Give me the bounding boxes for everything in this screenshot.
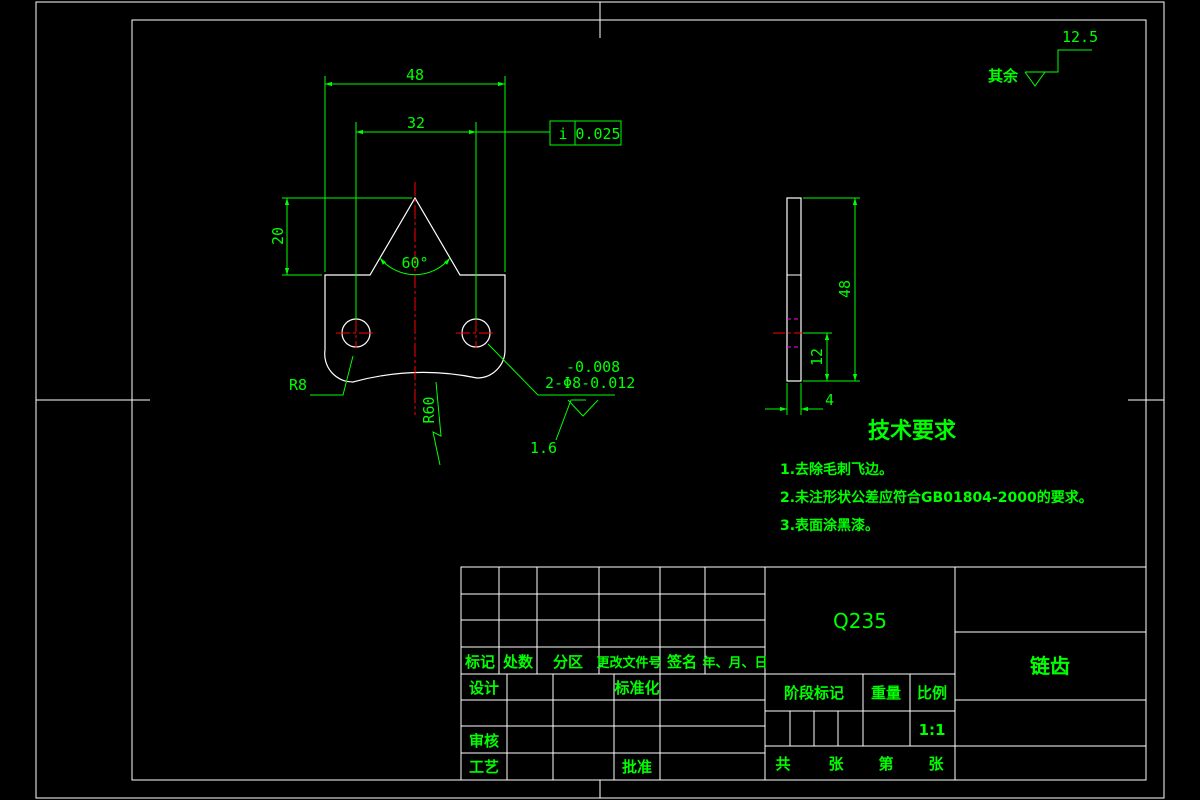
title-block-grid <box>460 566 1147 781</box>
requirement-3: 3.表面涂黑漆。 <box>780 517 879 534</box>
label-sheet: 张 <box>828 755 844 773</box>
dim-angle-60: 60° <box>401 254 428 272</box>
requirement-2: 2.未注形状公差应符合GB01804-2000的要求。 <box>780 489 1093 506</box>
label-process: 工艺 <box>469 758 499 776</box>
scale-value: 1:1 <box>919 721 946 739</box>
part-name: 链齿 <box>1030 654 1070 678</box>
dim-thickness-4: 4 <box>825 391 834 409</box>
dim-tooth-height-20: 20 <box>269 227 287 245</box>
header-signature: 签名 <box>666 653 697 671</box>
part-outline <box>324 196 506 383</box>
hole-specification: 2-Φ8-0.012 <box>545 374 635 392</box>
label-number: 第 <box>878 755 893 773</box>
tolerance-frame <box>549 120 622 146</box>
side-view: 48 12 4 <box>765 197 860 415</box>
technical-requirements: 技术要求 1.去除毛刺飞边。 2.未注形状公差应符合GB01804-2000的要… <box>780 419 1093 534</box>
header-change-doc: 更改文件号 <box>596 655 661 671</box>
roughness-hole-value: 1.6 <box>530 439 557 457</box>
label-scale: 比例 <box>917 684 947 702</box>
requirement-1: 1.去除毛刺飞边。 <box>780 461 893 478</box>
front-dimension-lines <box>282 49 1092 466</box>
label-design: 设计 <box>469 679 499 697</box>
side-hidden-lines <box>787 318 801 348</box>
tolerance-value: 0.025 <box>575 125 620 143</box>
label-weight: 重量 <box>871 684 901 702</box>
radius-r60: R60 <box>420 396 438 423</box>
tolerance-symbol: i <box>558 125 567 143</box>
dim-hole-spacing-32: 32 <box>407 114 425 132</box>
dim-side-hole-12: 12 <box>808 348 826 366</box>
dim-width-48: 48 <box>406 66 424 84</box>
roughness-label: 其余 <box>988 67 1019 85</box>
title-block: 标记 处数 分区 更改文件号 签名 年、月、日 设计 标准化 审核 工艺 批准 … <box>460 566 1147 781</box>
general-roughness: 其余 12.5 <box>988 28 1098 85</box>
dim-side-height-48: 48 <box>836 280 854 298</box>
side-dimension-lines <box>765 197 860 415</box>
header-mark: 标记 <box>464 653 495 671</box>
label-review: 审核 <box>469 732 499 750</box>
header-zone: 分区 <box>553 653 583 671</box>
radius-r8: R8 <box>289 376 307 394</box>
label-stage-mark: 阶段标记 <box>784 684 844 702</box>
header-date: 年、月、日 <box>702 655 767 671</box>
requirements-title: 技术要求 <box>868 419 956 444</box>
side-outline <box>786 197 802 382</box>
roughness-value: 12.5 <box>1062 28 1098 46</box>
label-standardize: 标准化 <box>613 679 659 697</box>
hole-tolerance-upper: -0.008 <box>566 358 620 376</box>
header-count: 处数 <box>502 653 534 671</box>
centerlines <box>336 182 496 415</box>
label-approve: 批准 <box>622 758 652 776</box>
material: Q235 <box>833 609 887 633</box>
label-sheet-2: 张 <box>928 755 944 773</box>
label-total: 共 <box>775 755 790 773</box>
front-view: 48 32 20 60° R8 R60 i 0.025 -0.008 2-Φ8-… <box>269 49 1092 466</box>
